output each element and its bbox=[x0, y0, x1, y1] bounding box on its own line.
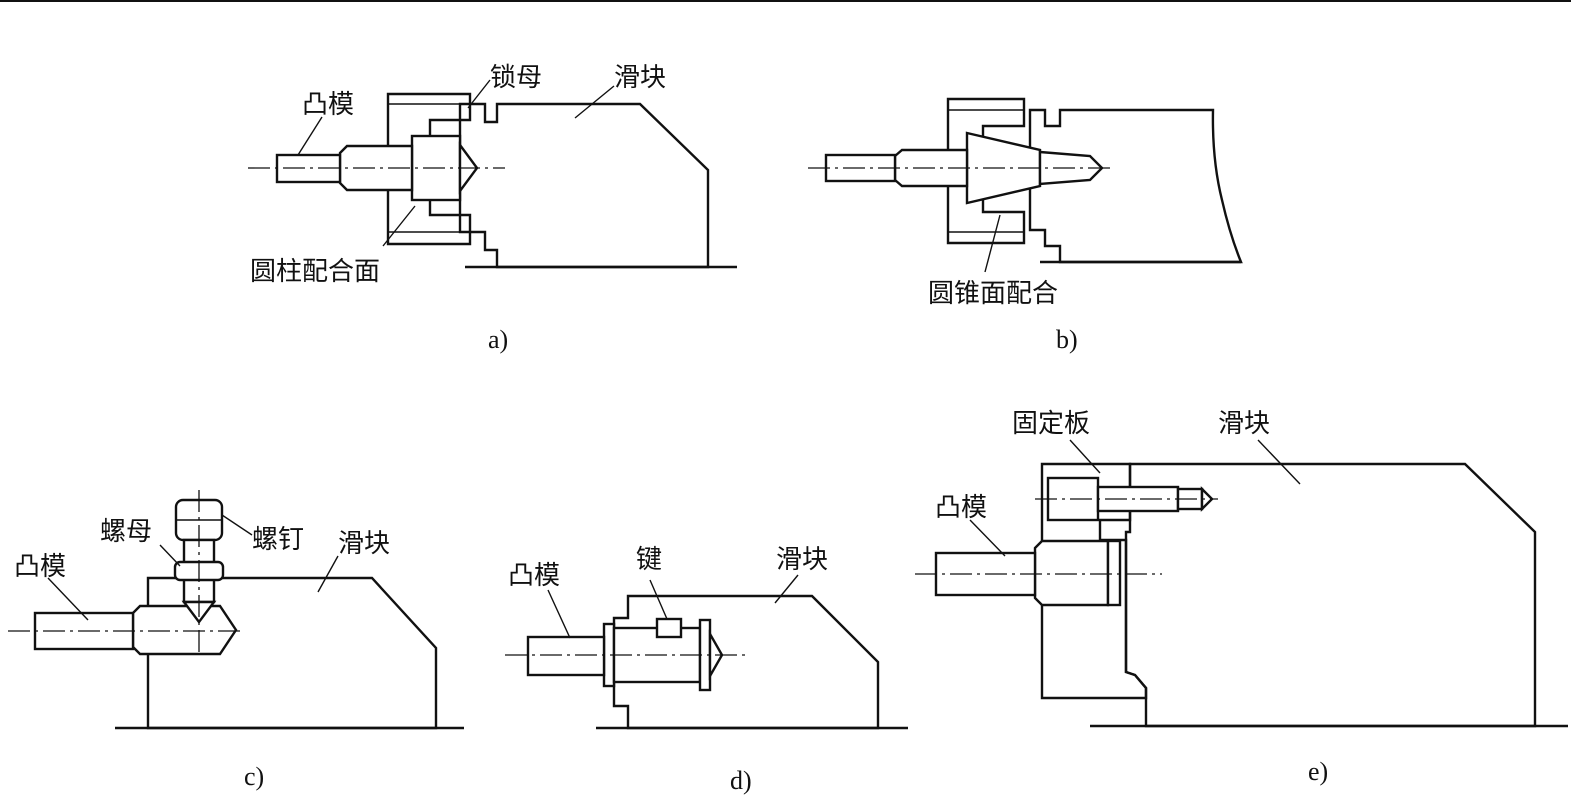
leader-fixing-plate bbox=[1069, 439, 1101, 474]
lock-nut-b bbox=[946, 97, 1026, 245]
leader-slider-d bbox=[774, 574, 799, 604]
figure-a: 凸模 锁母 滑块 圆柱配合面 a) bbox=[248, 63, 737, 354]
label-fixing-plate: 固定板 bbox=[1012, 409, 1090, 439]
label-lock-nut: 锁母 bbox=[490, 63, 542, 93]
leader-nut-c bbox=[159, 544, 181, 567]
label-fit-surface-b: 圆锥面配合 bbox=[928, 279, 1058, 309]
lock-nut bbox=[386, 92, 472, 246]
slider-body-c bbox=[146, 576, 438, 730]
label-punch-c: 凸模 bbox=[14, 552, 66, 582]
leader-punch-c bbox=[47, 577, 89, 621]
leader-screw-c bbox=[221, 514, 253, 536]
figure-d: 键 凸模 滑块 d) bbox=[505, 545, 908, 795]
punch-body-c bbox=[131, 604, 238, 656]
leader-fit-b bbox=[984, 214, 1001, 273]
leader-punch-e bbox=[969, 519, 1006, 557]
figure-c: 螺母 螺钉 凸模 滑块 c) bbox=[8, 490, 464, 791]
figure-b: 圆锥面配合 b) bbox=[808, 97, 1243, 354]
label-slider-a: 滑块 bbox=[614, 63, 666, 93]
leader-fit-a bbox=[382, 205, 416, 247]
figure-e: 固定板 滑块 凸模 e) bbox=[915, 409, 1568, 786]
label-slider-c: 滑块 bbox=[338, 529, 390, 559]
label-slider-e: 滑块 bbox=[1218, 409, 1270, 439]
leader-key-d bbox=[649, 579, 668, 620]
caption-c: c) bbox=[244, 762, 264, 791]
leader-slider-a bbox=[574, 85, 615, 119]
label-slider-d: 滑块 bbox=[776, 545, 828, 575]
label-nut-c: 螺母 bbox=[100, 517, 152, 547]
punch-body-e bbox=[1033, 539, 1110, 607]
caption-a: a) bbox=[488, 325, 508, 354]
leader-punch-d bbox=[547, 589, 571, 639]
slider-body-d bbox=[612, 594, 880, 730]
caption-b: b) bbox=[1056, 325, 1078, 354]
label-punch-e: 凸模 bbox=[935, 493, 987, 523]
leader-slider-c bbox=[317, 555, 339, 593]
leader-slider-e bbox=[1257, 439, 1301, 485]
label-key-d: 键 bbox=[636, 545, 662, 575]
caption-e: e) bbox=[1308, 757, 1328, 786]
caption-d: d) bbox=[730, 766, 752, 795]
label-fit-surface-a: 圆柱配合面 bbox=[250, 257, 380, 287]
label-screw-c: 螺钉 bbox=[252, 525, 304, 555]
label-punch-a: 凸模 bbox=[302, 90, 354, 120]
slider-body-b bbox=[1028, 108, 1243, 264]
punch-flange-e bbox=[1106, 539, 1122, 607]
punch-tip-end-d bbox=[526, 635, 606, 677]
slider-body bbox=[458, 102, 710, 269]
leader-punch-a bbox=[297, 116, 323, 156]
label-punch-d: 凸模 bbox=[508, 561, 560, 591]
leader-lock-nut bbox=[467, 79, 491, 109]
key-d bbox=[655, 617, 683, 639]
